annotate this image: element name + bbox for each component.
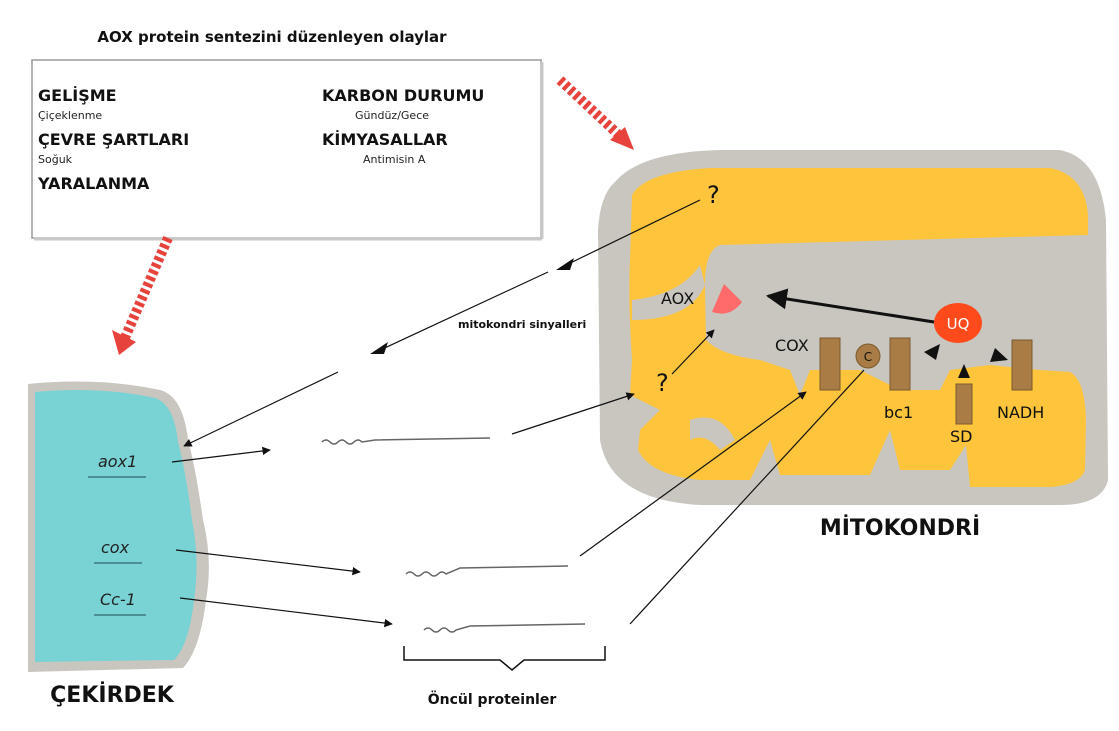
bc1-complex (890, 338, 910, 390)
precursor-proteins-label: Öncül proteinler (428, 690, 557, 708)
uq-label: UQ (947, 315, 970, 333)
nadh-complex (1012, 340, 1032, 390)
gene-cc1-label: Cc-1 (100, 590, 136, 609)
cox-complex (820, 338, 840, 390)
mitochondrion (598, 150, 1108, 505)
cox-label: COX (775, 336, 809, 355)
gene-aox1-label: aox1 (98, 452, 137, 471)
cytochrome-c-label: C (864, 350, 872, 364)
factor-chemicals-heading: KİMYASALLAR (322, 130, 448, 149)
factor-wounding-heading: YARALANMA (37, 174, 150, 193)
dashed-arrow-to-nucleus (112, 238, 168, 355)
sd-complex (956, 384, 972, 424)
factor-environment-example: Soğuk (38, 153, 73, 166)
factor-carbon-example: Gündüz/Gece (355, 109, 429, 122)
diagram-title: AOX protein sentezini düzenleyen olaylar (97, 28, 447, 46)
nucleus: aox1 cox Cc-1 (28, 382, 209, 672)
factor-chemicals-example: Antimisin A (363, 153, 426, 166)
mitochondrion-label: MİTOKONDRİ (820, 515, 980, 541)
dashed-arrow-to-mitochondrion (560, 80, 634, 150)
factor-carbon-heading: KARBON DURUMU (322, 86, 484, 105)
regulating-factors-box: GELİŞME Çiçeklenme ÇEVRE ŞARTLARI Soğuk … (32, 60, 542, 239)
precursor-bracket (404, 646, 605, 670)
precursor-proteins (322, 438, 585, 632)
ubiquinone-pool: UQ (934, 303, 982, 343)
nadh-label: NADH (997, 403, 1044, 422)
cytochrome-c: C (856, 344, 880, 368)
mitochondrial-signals-label: mitokondri sinyalleri (458, 318, 586, 331)
bc1-label: bc1 (884, 403, 913, 422)
aox-label: AOX (661, 289, 694, 308)
factor-development-heading: GELİŞME (38, 86, 117, 105)
unknown-signal-bottom: ? (656, 369, 669, 397)
unknown-signal-top: ? (707, 181, 720, 209)
factor-development-example: Çiçeklenme (38, 109, 102, 122)
factor-environment-heading: ÇEVRE ŞARTLARI (38, 130, 189, 149)
sd-label: SD (950, 427, 972, 446)
gene-cox-label: cox (101, 538, 130, 557)
nucleus-label: ÇEKİRDEK (50, 682, 175, 708)
